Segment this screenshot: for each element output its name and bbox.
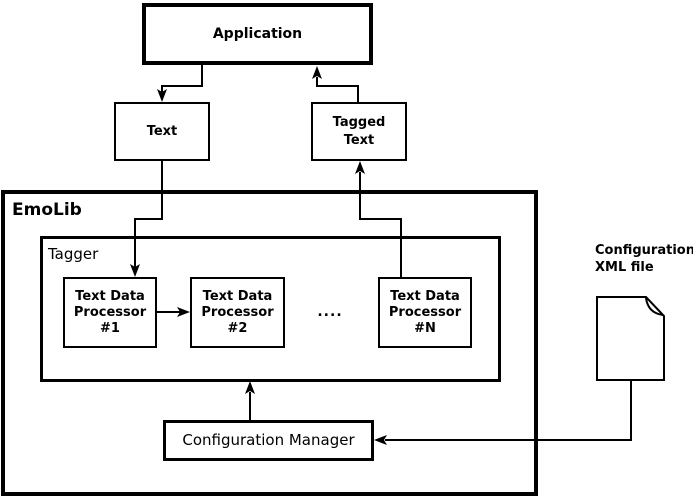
- tagged-text-node: Tagged Text: [311, 102, 407, 161]
- text-data-processor-n-node: Text Data Processor #N: [378, 277, 472, 348]
- text-data-processor-2-label: Text Data Processor #2: [201, 288, 274, 336]
- tagger-label: Tagger: [48, 245, 99, 263]
- text-data-processor-2-node: Text Data Processor #2: [190, 277, 285, 348]
- configuration-manager-node: Configuration Manager: [163, 420, 374, 461]
- arrow-application-to-text: [157, 65, 203, 102]
- text-node: Text: [114, 102, 210, 161]
- text-label: Text: [146, 124, 178, 139]
- processor-ellipsis: ....: [317, 304, 343, 320]
- document-icon: [596, 296, 665, 381]
- tagged-text-label: Tagged Text: [332, 114, 386, 148]
- emolib-label: EmoLib: [12, 200, 82, 220]
- configuration-manager-label: Configuration Manager: [182, 431, 355, 449]
- text-data-processor-n-label: Text Data Processor #N: [388, 288, 462, 336]
- configuration-xml-file-label: Configuration XML file: [595, 243, 693, 275]
- application-label: Application: [212, 25, 303, 42]
- text-data-processor-1-node: Text Data Processor #1: [63, 277, 157, 348]
- text-data-processor-1-label: Text Data Processor #1: [73, 288, 147, 336]
- application-node: Application: [142, 3, 373, 65]
- arrow-tagged-text-to-application: [312, 66, 359, 103]
